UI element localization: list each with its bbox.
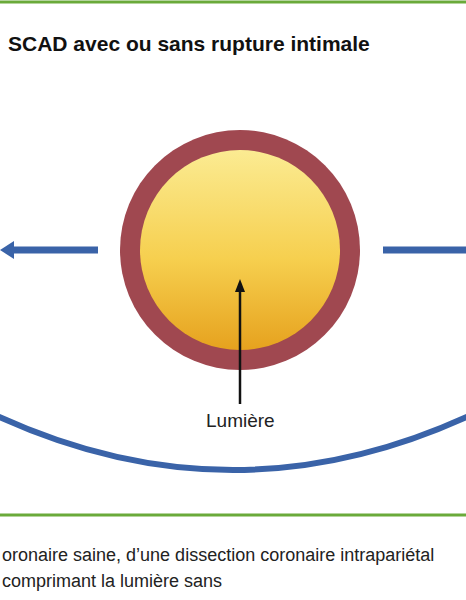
arrow-head [0,241,14,259]
frame-rule [0,1,466,4]
leader-line [239,290,242,404]
leader-arrow-head [235,279,245,292]
figure-caption: oronaire saine, d’une dissection coronai… [2,542,464,594]
frame-rule [0,514,466,517]
blue-pointer [383,247,466,254]
blue-pointer [10,247,98,254]
part-label: Lumière [206,410,275,432]
diagram-title: SCAD avec ou sans rupture intimale [8,32,370,56]
